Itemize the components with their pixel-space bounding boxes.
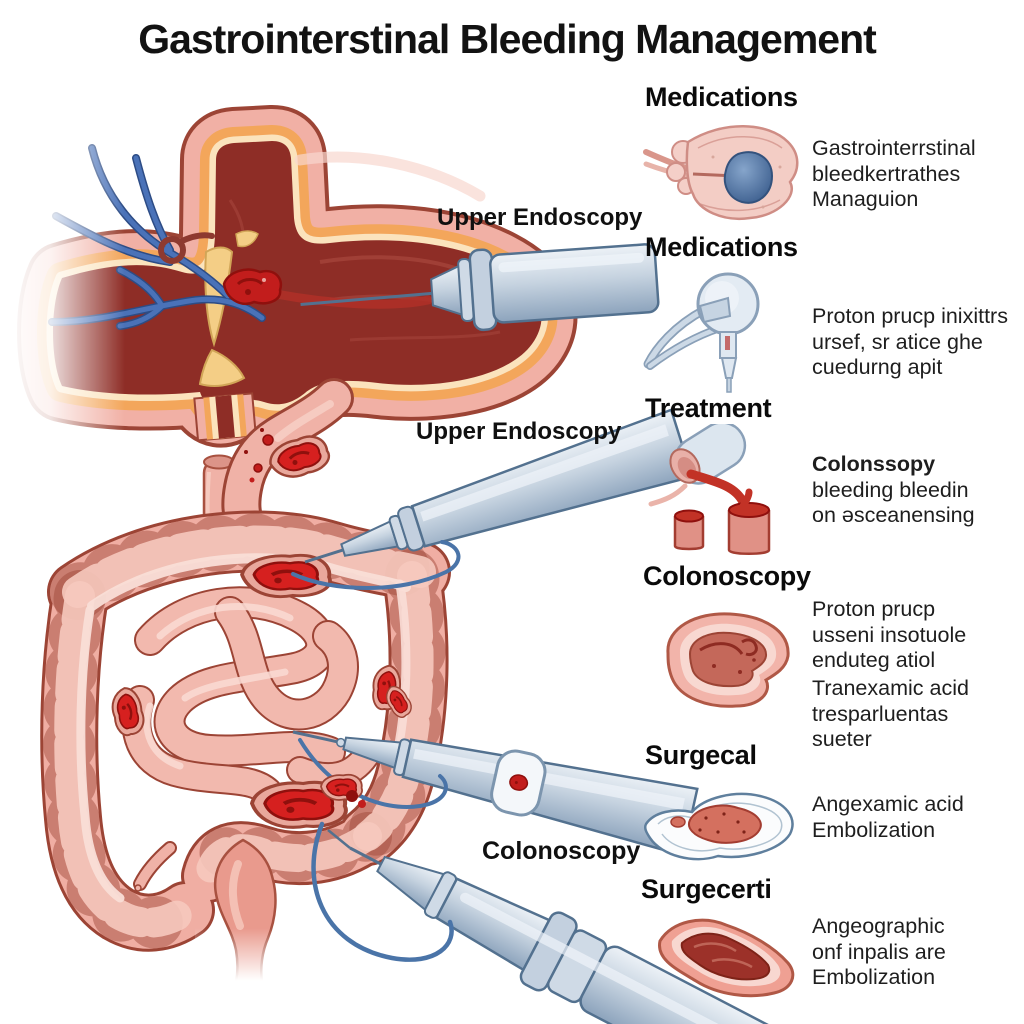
- embolization-dish-icon: [643, 792, 794, 861]
- legend-text-1: Gastrointerrstinal bleedkertrathes Manag…: [812, 136, 976, 213]
- legend-text-line: on əsceanensing: [812, 503, 975, 527]
- legend-text-line: Gastrointerrstinal: [812, 136, 976, 160]
- legend-text-line: bleeding bleedin: [812, 477, 969, 502]
- legend-text-line: Proton prucp: [812, 597, 936, 621]
- open-bowel-icon: [658, 918, 795, 998]
- legend-text-line: Embolization: [812, 965, 936, 989]
- legend-text-4b: Tranexamic acid tresparluentas sueter: [812, 676, 969, 753]
- esophageal-cut-end: [193, 392, 257, 442]
- legend-text-line: sueter: [812, 727, 872, 751]
- pouring-vessel-icon: [648, 424, 771, 555]
- legend-text-line: Angeographic: [812, 914, 945, 938]
- legend-text-line: usseni insotuole: [812, 622, 967, 647]
- legend-text-line: bleedkertrathes: [812, 161, 961, 186]
- legend-text-line: Managuion: [812, 187, 919, 211]
- bleeding-lesion-icon: [252, 773, 366, 828]
- legend-text-line: tresparluentas: [812, 701, 949, 726]
- injection-syringe-icon: [300, 243, 660, 332]
- syringe-bulb-icon: [643, 272, 760, 393]
- legend-text-line: enduteg atiol: [812, 648, 936, 672]
- legend-text-6: Angeographic onf inpalis are Embolizatio…: [812, 914, 946, 991]
- legend-heading-medications-2: Medications: [645, 232, 798, 262]
- upper-endoscopy-label-2: Upper Endoscopy: [416, 418, 622, 445]
- stomach-organ-icon: [643, 125, 799, 221]
- legend-text-4a: Proton prucp usseni insotuole enduteg at…: [812, 597, 966, 674]
- duodenum-icon: [221, 378, 354, 546]
- legend-text-line: ursef, sr atice ghe: [812, 329, 983, 354]
- page-title: Gastrointerstinal Bleeding Management: [138, 16, 877, 62]
- legend-text-line: Colonssopy: [812, 452, 936, 476]
- catheter-wire: [291, 540, 461, 590]
- legend-text-line: Embolization: [812, 817, 936, 842]
- small-intestine-icon: [121, 586, 380, 807]
- bleeding-ulcer: [222, 268, 283, 305]
- legend-text-2: Proton prucp inixittrs ursef, sr atice g…: [812, 304, 1008, 381]
- upper-endoscope-icon: [304, 408, 694, 564]
- legend-text-line: Proton prucp inixittrs: [812, 304, 1008, 328]
- colonoscope-icon: [349, 846, 820, 1024]
- legend-heading-treatment: Treatment: [645, 393, 772, 423]
- legend-text-line: onf inpalis are: [812, 939, 946, 964]
- legend-text-line: Angexamic acid: [812, 792, 964, 816]
- legend-heading-surgecal: Surgecal: [645, 740, 757, 770]
- enteroscope-icon: [292, 730, 699, 857]
- legend-text-line: cuedurng apit: [812, 355, 943, 379]
- legend-heading-colonoscopy: Colonoscopy: [643, 561, 811, 591]
- legend-heading-medications-1: Medications: [645, 82, 798, 112]
- catheter-wire: [311, 821, 454, 962]
- colonoscopy-label: Colonoscopy: [482, 837, 641, 865]
- bowel-cross-section-icon: [666, 612, 790, 708]
- legend-heading-surgecerti: Surgecerti: [641, 874, 772, 904]
- appendix: [133, 841, 177, 892]
- legend-text-3: Colonssopy bleeding bleedin on əsceanens…: [812, 452, 975, 529]
- stomach-cross-section-icon: [52, 141, 542, 412]
- legend-text-5: Angexamic acid Embolization: [812, 792, 964, 843]
- catheter-wire: [298, 738, 448, 809]
- legend-text-line: Tranexamic acid: [812, 676, 969, 700]
- upper-endoscopy-label-1: Upper Endoscopy: [437, 204, 643, 231]
